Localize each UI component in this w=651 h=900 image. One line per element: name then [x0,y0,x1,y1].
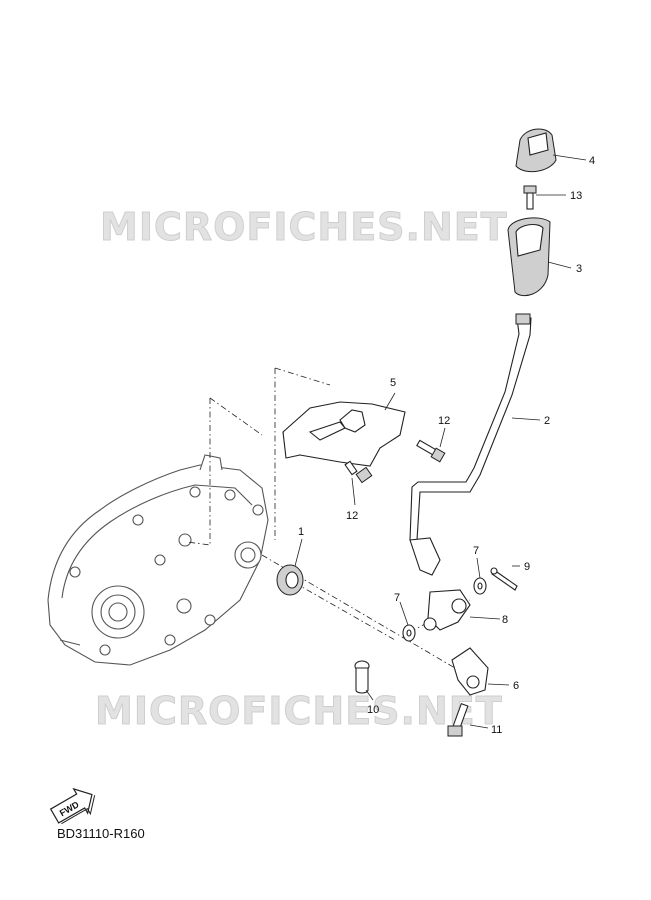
callout-3: 3 [576,263,582,275]
fwd-arrow-icon: FWD [49,787,96,825]
bolt-11 [447,702,469,737]
callout-7-right: 7 [473,545,479,557]
washer-7-left [402,624,416,642]
knob-screw [523,185,537,210]
callout-7-left: 7 [394,592,400,604]
crankcase-cover [47,454,269,666]
callout-2: 2 [544,415,550,427]
watermark-top: MICROFICHES.NET [100,205,508,249]
callout-12-left: 12 [346,510,358,522]
callout-5: 5 [390,377,396,389]
cotter-pin [490,567,518,591]
shift-lever [409,313,532,576]
shift-knob-cap [515,128,557,173]
washer-7-right [473,577,487,595]
diagram-code: BD31110-R160 [57,826,145,841]
callout-8: 8 [502,614,508,626]
callout-12-right: 12 [438,415,450,427]
watermark-bottom: MICROFICHES.NET [95,689,503,733]
oil-seal [276,564,304,596]
callout-1: 1 [298,526,304,538]
shift-guide-plate [282,401,406,467]
callout-13: 13 [570,190,582,202]
callouts: 1 2 3 4 5 6 7 7 8 9 10 11 12 12 13 [298,155,595,736]
callout-10: 10 [367,704,379,716]
shift-linkage [451,647,489,696]
shift-knob [507,217,551,297]
callout-9: 9 [524,561,530,573]
joint-pin [354,660,370,694]
callout-4: 4 [589,155,595,167]
lever-joint [423,589,471,631]
callout-11: 11 [491,724,502,736]
bolt-12-right [416,439,446,463]
bolt-12-left [344,460,373,484]
leader-lines [294,154,587,729]
callout-6: 6 [513,680,519,692]
